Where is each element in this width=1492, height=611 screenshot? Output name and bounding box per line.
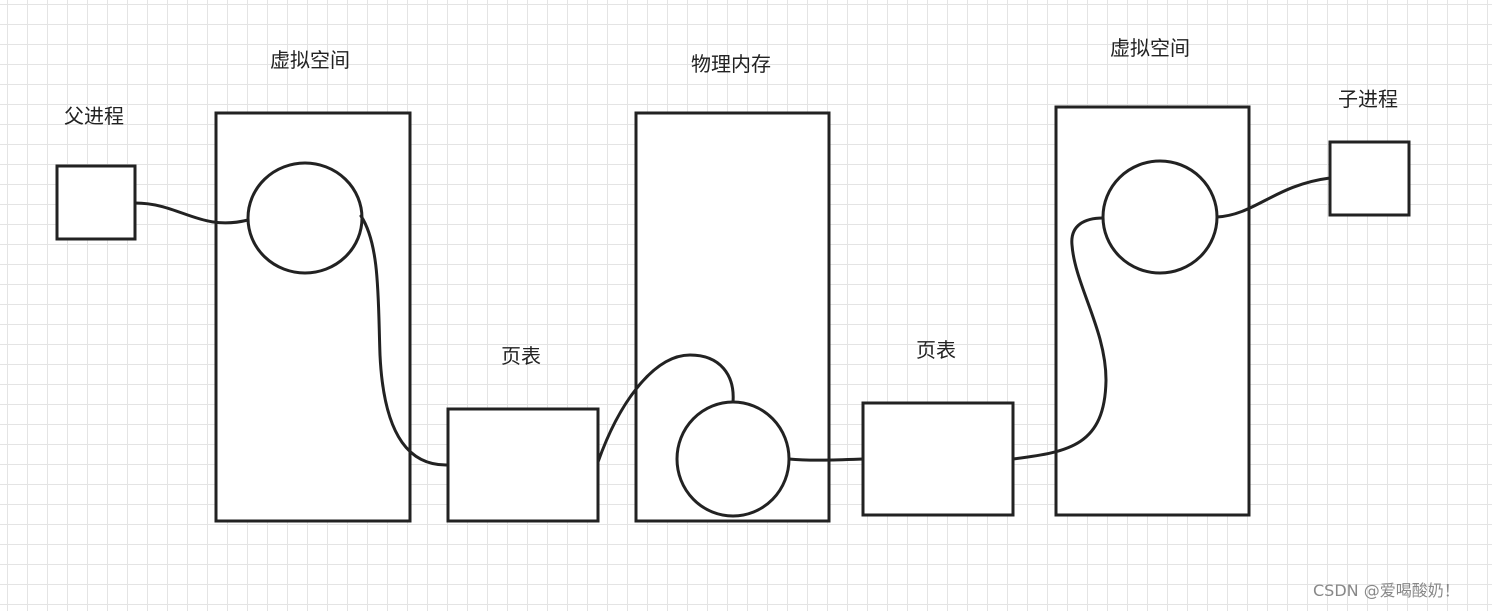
connector-pagetable-to-vspace-right — [1011, 216, 1108, 461]
connector-physical-to-pagetable-right — [787, 457, 865, 462]
parent-process-label: 父进程 — [64, 104, 124, 128]
parent-process-box — [55, 164, 137, 241]
physical-memory-label: 物理内存 — [691, 52, 771, 76]
virtual-space-right-label: 虚拟空间 — [1110, 36, 1190, 60]
virtual-page-circle-right — [1101, 159, 1219, 275]
child-process-label: 子进程 — [1338, 87, 1398, 111]
page-table-left-label: 页表 — [501, 344, 541, 368]
connector-pagetable-to-physical — [596, 353, 735, 464]
connector-parent-to-vspace — [133, 201, 250, 225]
virtual-page-circle-left — [246, 161, 364, 275]
page-table-right-label: 页表 — [916, 338, 956, 362]
physical-page-circle — [675, 400, 791, 518]
page-table-right-box — [861, 401, 1015, 517]
connector-vspace-to-pagetable-left — [359, 214, 450, 467]
virtual-space-left-label: 虚拟空间 — [270, 48, 350, 72]
page-table-left-box — [446, 407, 600, 523]
child-process-box — [1328, 140, 1411, 217]
csdn-watermark: CSDN @爱喝酸奶！ — [1313, 581, 1460, 600]
connector-vspace-to-child — [1215, 176, 1332, 219]
